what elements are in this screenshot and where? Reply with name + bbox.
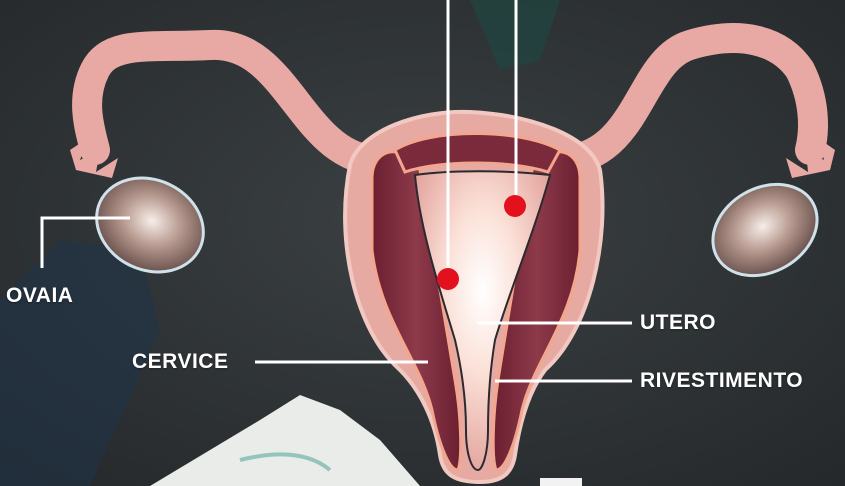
- uterus-label: UTERO: [640, 311, 716, 335]
- ovary-label: OVAIA: [6, 284, 73, 308]
- lining-label: RIVESTIMENTO: [640, 369, 803, 393]
- background-card: [540, 478, 582, 486]
- cervix-label: CERVICE: [132, 350, 228, 374]
- marker-dot-lower: [437, 268, 459, 290]
- marker-dot-upper: [504, 195, 526, 217]
